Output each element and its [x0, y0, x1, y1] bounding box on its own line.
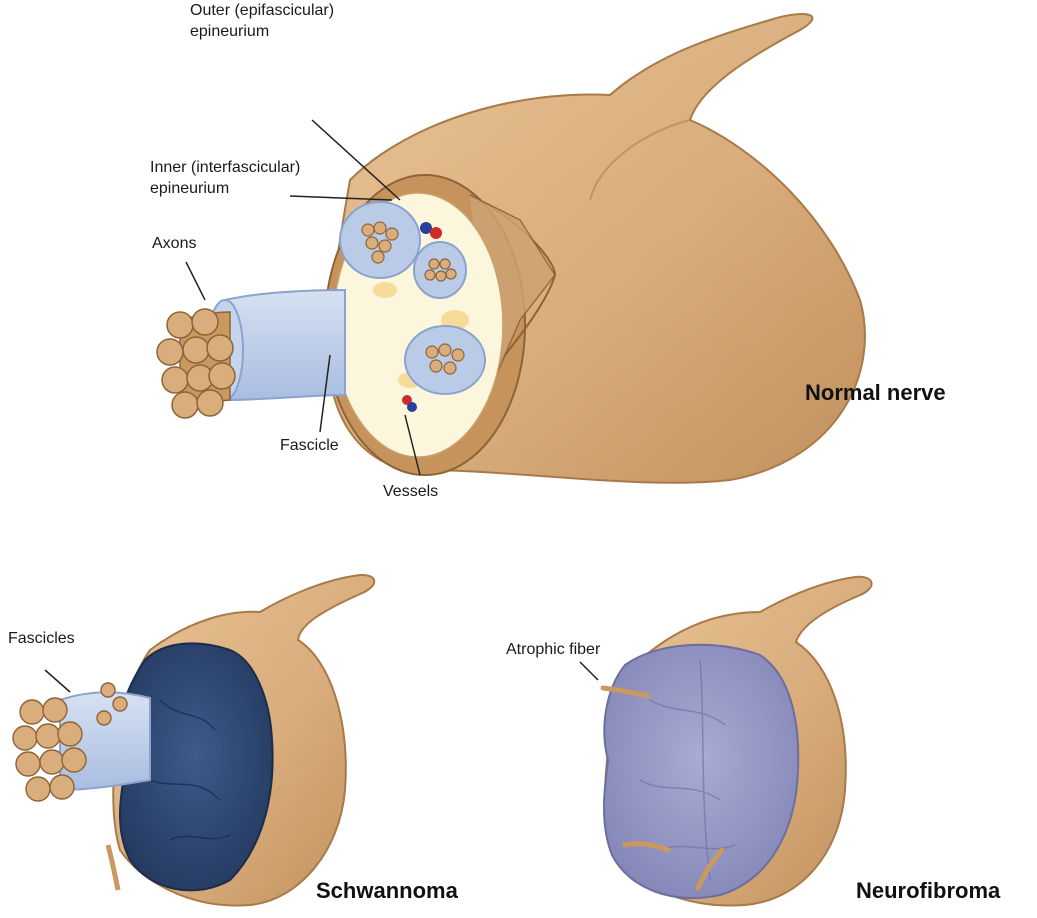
fascicles-leader-line — [45, 670, 70, 692]
label-outer-epineurium-line2: epineurium — [190, 21, 334, 42]
atrophic-fiber-leader-line — [580, 662, 598, 680]
label-outer-epineurium: Outer (epifascicular) epineurium — [190, 0, 334, 42]
label-vessels: Vessels — [383, 482, 438, 502]
title-schwannoma: Schwannoma — [316, 878, 458, 904]
axons-bundle — [157, 309, 235, 418]
label-inner-epineurium-line2: epineurium — [150, 178, 300, 199]
label-axons: Axons — [152, 234, 196, 254]
title-normal-nerve: Normal nerve — [805, 380, 946, 406]
label-inner-epineurium-line1: Inner (interfascicular) — [150, 157, 300, 178]
label-fascicle: Fascicle — [280, 436, 339, 456]
label-atrophic-fiber: Atrophic fiber — [506, 640, 600, 660]
title-neurofibroma: Neurofibroma — [856, 878, 1000, 904]
label-fascicles: Fascicles — [8, 629, 75, 649]
label-outer-epineurium-line1: Outer (epifascicular) — [190, 0, 334, 21]
label-inner-epineurium: Inner (interfascicular) epineurium — [150, 157, 300, 199]
neurofibroma-tumor — [604, 645, 798, 898]
